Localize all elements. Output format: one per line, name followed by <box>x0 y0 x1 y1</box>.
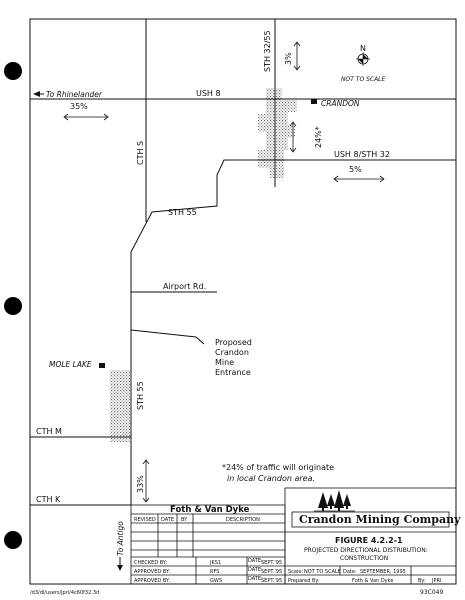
prepared-value: Foth & Van Dyke <box>352 578 393 584</box>
approved-1-date: SEPT.'95 <box>261 569 282 575</box>
map-border <box>29 18 457 585</box>
prepared-label: Prepared By: <box>288 578 320 584</box>
tree-logo-icon <box>314 490 355 512</box>
cth-m-label: CTH M <box>36 427 62 436</box>
ush8-sth32-label: USH 8/STH 32 <box>334 150 390 159</box>
mole-lake-pointer-icon <box>99 363 105 368</box>
footnote-line-2: in local Crandon area. <box>227 474 315 483</box>
checked-by-initials: JKS1 <box>209 560 221 566</box>
figure-title-1: PROJECTED DIRECTIONAL DISTRIBUTION: <box>304 547 428 554</box>
rev-header-revised: REVISED <box>134 517 156 523</box>
mine-entrance-line-2: Crandon <box>215 348 249 357</box>
approved-by-2-initials: GWS <box>210 578 222 584</box>
not-to-scale-note: NOT TO SCALE <box>341 76 386 83</box>
mole-lake-label: MOLE LAKE <box>49 360 92 369</box>
checked-date-label: DATE: <box>248 558 263 564</box>
rev-header-date: DATE <box>161 517 174 523</box>
approved-by-2-label: APPROVED BY: <box>134 578 170 584</box>
figure-title-2: CONSTRUCTION <box>340 555 388 562</box>
north-letter: N <box>360 44 366 53</box>
file-path: /d3/dl/users/jprl/4c60f32.3d <box>30 590 99 596</box>
mine-entrance-line-4: Entrance <box>215 368 251 377</box>
checked-by-label: CHECKED BY: <box>134 560 167 566</box>
approved-by-1-initials: RFS <box>210 569 219 575</box>
pct-east-ush8: 5% <box>349 165 362 174</box>
arrow-down-icon <box>117 557 123 571</box>
cth-k-label: CTH K <box>36 495 61 504</box>
drawing-id: 93C049 <box>420 589 443 596</box>
sth55-road <box>130 159 275 505</box>
double-arrow-crandon-icon <box>289 121 297 153</box>
binder-hole <box>4 531 22 549</box>
pct-south-sth55: 33% <box>136 475 145 493</box>
pct-north-sth32: 3% <box>284 52 293 65</box>
rev-header-by: BY <box>181 517 188 523</box>
crandon-label: CRANDON <box>321 99 360 108</box>
approved-by-1-label: APPROVED BY: <box>134 569 170 575</box>
approved-2-date-label: DATE: <box>248 576 263 582</box>
footnote-line-1: *24% of traffic will originate <box>222 463 334 472</box>
sth32-55-label: STH 32/55 <box>263 30 272 72</box>
binder-hole <box>4 62 22 80</box>
double-arrow-south-icon <box>142 459 150 503</box>
ush8-label: USH 8 <box>196 89 221 98</box>
approved-1-date-label: DATE: <box>248 567 263 573</box>
double-arrow-east-icon <box>333 175 385 183</box>
company-name: Crandon Mining Company <box>299 513 461 526</box>
approved-2-date: SEPT.'95 <box>261 578 282 584</box>
sth55-upper-label: STH 55 <box>168 208 197 217</box>
by-value: JPRI <box>431 578 441 584</box>
mine-entrance-line-1: Proposed <box>215 338 252 347</box>
firm-name: Foth & Van Dyke <box>170 505 250 515</box>
rev-header-description: DESCRIPTION <box>226 517 260 523</box>
title-block <box>130 487 457 585</box>
crandon-urban-area <box>258 88 297 178</box>
by-label: By: <box>418 578 426 584</box>
to-rhinelander-label: To Rhinelander <box>46 90 103 99</box>
mine-entrance-road <box>130 329 205 345</box>
crandon-pointer-icon <box>311 99 317 104</box>
north-arrow-icon <box>356 52 370 66</box>
airport-rd-label: Airport Rd. <box>163 282 206 291</box>
pct-crandon-south: 24%* <box>314 126 323 148</box>
sth55-lower-label: STH 55 <box>136 381 145 410</box>
mine-entrance-line-3: Mine <box>215 358 234 367</box>
mole-lake-area <box>110 370 130 442</box>
figure-number: FIGURE 4.2.2-1 <box>335 536 403 545</box>
double-arrow-north-icon <box>293 41 301 71</box>
scale-label: Scale: <box>288 569 303 575</box>
date-value: SEPTEMBER, 1995 <box>360 569 406 575</box>
scale-value: NOT TO SCALE <box>304 569 341 575</box>
checked-date: SEPT.'95 <box>261 560 282 566</box>
pct-west-ush8: 35% <box>70 102 88 111</box>
date-label: Date: <box>343 569 357 575</box>
arrow-left-icon <box>33 91 40 97</box>
binder-hole <box>4 297 22 315</box>
double-arrow-west-icon <box>63 113 109 121</box>
to-antigo-label: To Antigo <box>116 521 125 556</box>
cth-s-label: CTH S <box>136 141 145 165</box>
